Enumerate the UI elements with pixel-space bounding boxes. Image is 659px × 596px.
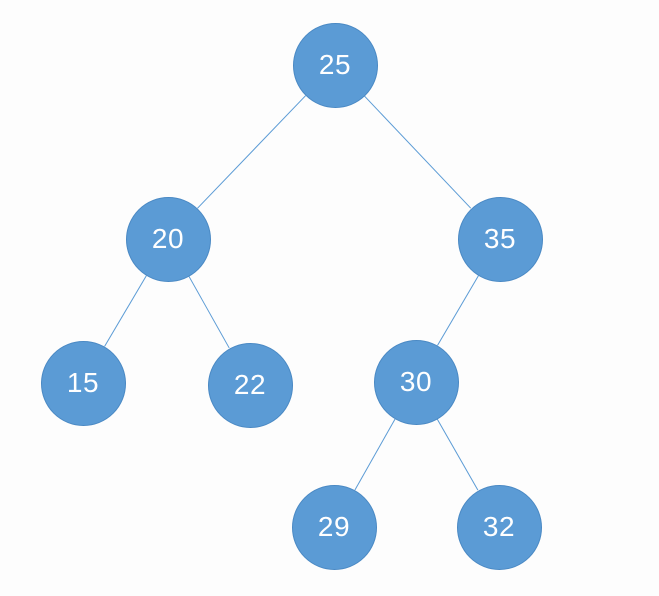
tree-edge-25-20 bbox=[197, 95, 306, 209]
tree-node-29[interactable]: 29 bbox=[291, 484, 377, 570]
tree-node-32[interactable]: 32 bbox=[456, 484, 542, 570]
tree-node-20[interactable]: 20 bbox=[125, 196, 211, 282]
tree-edge-35-30 bbox=[437, 275, 479, 346]
tree-node-30[interactable]: 30 bbox=[373, 339, 459, 425]
tree-node-label: 32 bbox=[482, 511, 516, 542]
tree-edge-20-22 bbox=[188, 275, 230, 349]
tree-node-label: 35 bbox=[483, 223, 517, 254]
tree-edge-30-29 bbox=[354, 418, 396, 491]
tree-node-label: 30 bbox=[399, 366, 433, 397]
tree-node-label: 29 bbox=[317, 511, 351, 542]
tree-node-label: 15 bbox=[66, 367, 100, 398]
tree-node-15[interactable]: 15 bbox=[40, 340, 126, 426]
tree-edge-20-15 bbox=[104, 275, 147, 347]
tree-node-22[interactable]: 22 bbox=[207, 342, 293, 428]
tree-edge-30-32 bbox=[436, 418, 479, 491]
tree-node-25[interactable]: 25 bbox=[292, 22, 378, 108]
tree-edge-25-35 bbox=[363, 95, 472, 209]
tree-node-label: 25 bbox=[318, 49, 352, 80]
tree-node-label: 22 bbox=[233, 369, 267, 400]
tree-node-35[interactable]: 35 bbox=[457, 196, 543, 282]
tree-node-label: 20 bbox=[151, 223, 185, 254]
